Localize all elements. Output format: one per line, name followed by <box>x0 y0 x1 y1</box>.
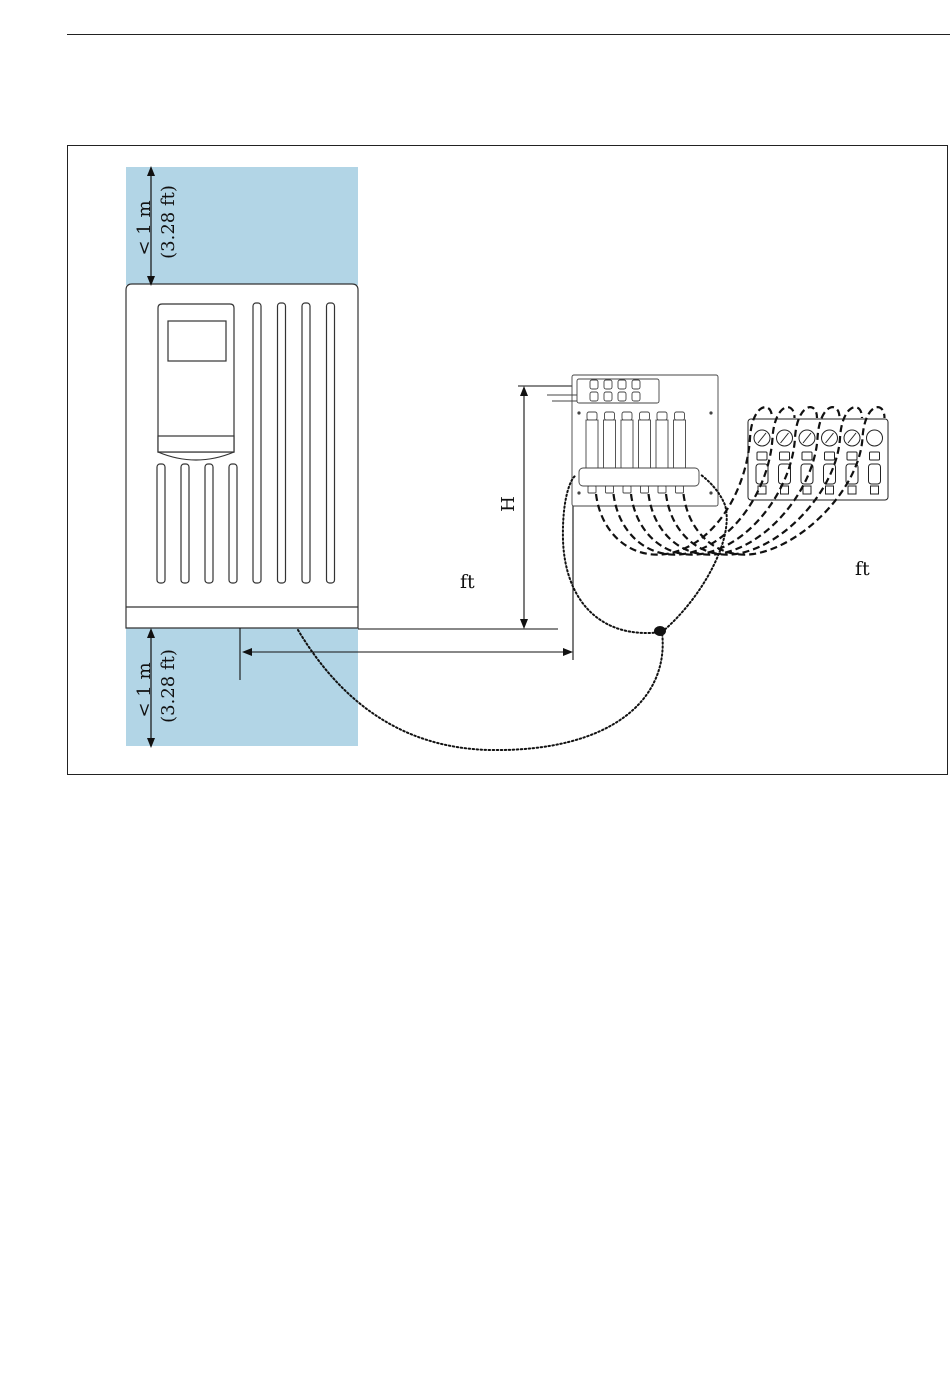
sensor-gauge <box>867 430 883 446</box>
vent-slot <box>205 464 213 583</box>
sensor-outlet <box>871 486 879 494</box>
header-outlet <box>588 486 596 493</box>
header-outlet <box>623 486 631 493</box>
sensor-outlet <box>826 486 834 494</box>
sensor-fitting <box>825 452 835 460</box>
valve-body <box>674 420 686 468</box>
header-outlet <box>606 486 614 493</box>
clearance-bottom-imperial: (3.28 ft) <box>158 649 179 723</box>
sensor-fitting <box>870 452 880 460</box>
connector-terminal <box>590 392 598 401</box>
unit-label-left: ft <box>460 571 475 593</box>
vent-slot <box>181 464 189 583</box>
sensor-fitting <box>802 452 812 460</box>
height-symbol: H <box>498 496 519 512</box>
valve-cap <box>622 412 632 420</box>
valve-body <box>604 420 616 468</box>
vent-slot <box>157 464 165 583</box>
clearance-top-value: < 1 m <box>134 200 155 255</box>
valve-body <box>656 420 668 468</box>
vent-slot <box>229 464 237 583</box>
header-outlet <box>641 486 649 493</box>
vent-slot <box>302 303 310 583</box>
header-outlet <box>676 486 684 493</box>
sensor-outlet <box>848 486 856 494</box>
manifold-panel <box>547 375 718 506</box>
valve-cap <box>587 412 597 420</box>
connector-terminal <box>604 392 612 401</box>
sensor-flow-cell <box>869 464 881 484</box>
cabinet-door-handle <box>158 436 234 452</box>
header-outlet <box>658 486 666 493</box>
connector-terminal <box>604 380 612 389</box>
connector-terminal <box>632 380 640 389</box>
clearance-bottom-value: < 1 m <box>134 662 155 717</box>
vent-slot <box>278 303 286 583</box>
valve-body <box>621 420 633 468</box>
clearance-top-imperial: (3.28 ft) <box>158 185 179 259</box>
sensor-outlet <box>803 486 811 494</box>
sensor-fitting <box>847 452 857 460</box>
valve-cap <box>605 412 615 420</box>
valve-body <box>586 420 598 468</box>
manifold-header <box>579 468 699 486</box>
unit-label-right: ft <box>855 558 870 580</box>
connector-terminal <box>590 380 598 389</box>
connector-terminal <box>618 380 626 389</box>
sensor-fitting <box>757 452 767 460</box>
sensor-fitting <box>780 452 790 460</box>
valve-cap <box>640 412 650 420</box>
cable-junction <box>654 626 666 636</box>
valve-cap <box>657 412 667 420</box>
cabinet-display <box>168 321 226 361</box>
sensor-outlet <box>758 486 766 494</box>
connector-terminal <box>618 392 626 401</box>
dotted-cable <box>298 474 727 750</box>
analyzer-cabinet <box>126 284 358 628</box>
connector-terminal <box>632 392 640 401</box>
vent-slot <box>253 303 261 583</box>
valve-body <box>639 420 651 468</box>
valve-cap <box>675 412 685 420</box>
vent-slot <box>327 303 335 583</box>
